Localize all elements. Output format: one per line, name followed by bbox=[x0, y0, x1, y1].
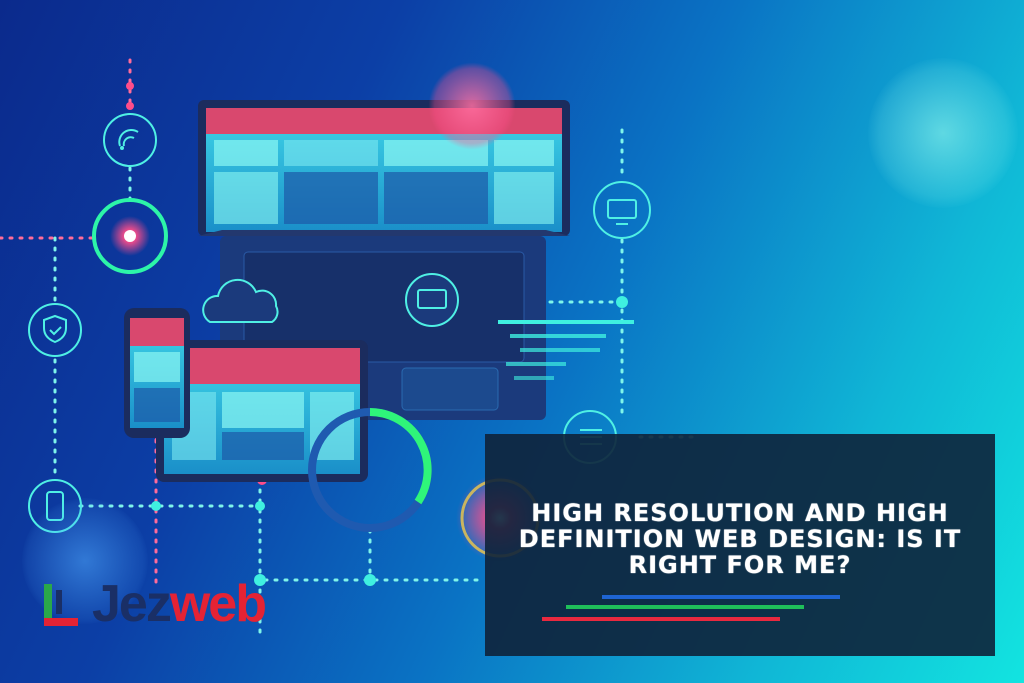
caption-panel: High resolution and high definition web … bbox=[485, 434, 995, 656]
wifi-icon bbox=[103, 113, 157, 167]
logo-text-jez: Jez bbox=[92, 575, 172, 633]
accent-line-red bbox=[542, 617, 780, 621]
cloud-icon bbox=[202, 278, 279, 323]
monitor-icon bbox=[593, 181, 651, 239]
laptop-icon bbox=[405, 273, 459, 327]
logo-text-web: web bbox=[169, 575, 267, 633]
glow-orb bbox=[428, 62, 516, 150]
phone-illustration bbox=[124, 308, 190, 438]
shield-check-icon bbox=[28, 303, 82, 357]
article-title: High resolution and high definition web … bbox=[518, 499, 962, 579]
accent-line-blue bbox=[602, 595, 840, 599]
progress-ring bbox=[308, 408, 432, 532]
logo-mark-icon bbox=[44, 584, 78, 626]
network-lines bbox=[0, 58, 158, 592]
glow-orb bbox=[22, 498, 148, 624]
logo-text: Jezweb bbox=[92, 575, 267, 633]
accent-line-green bbox=[566, 605, 804, 609]
brand-logo: Jezweb bbox=[44, 575, 344, 634]
glow-orb bbox=[868, 58, 1018, 208]
